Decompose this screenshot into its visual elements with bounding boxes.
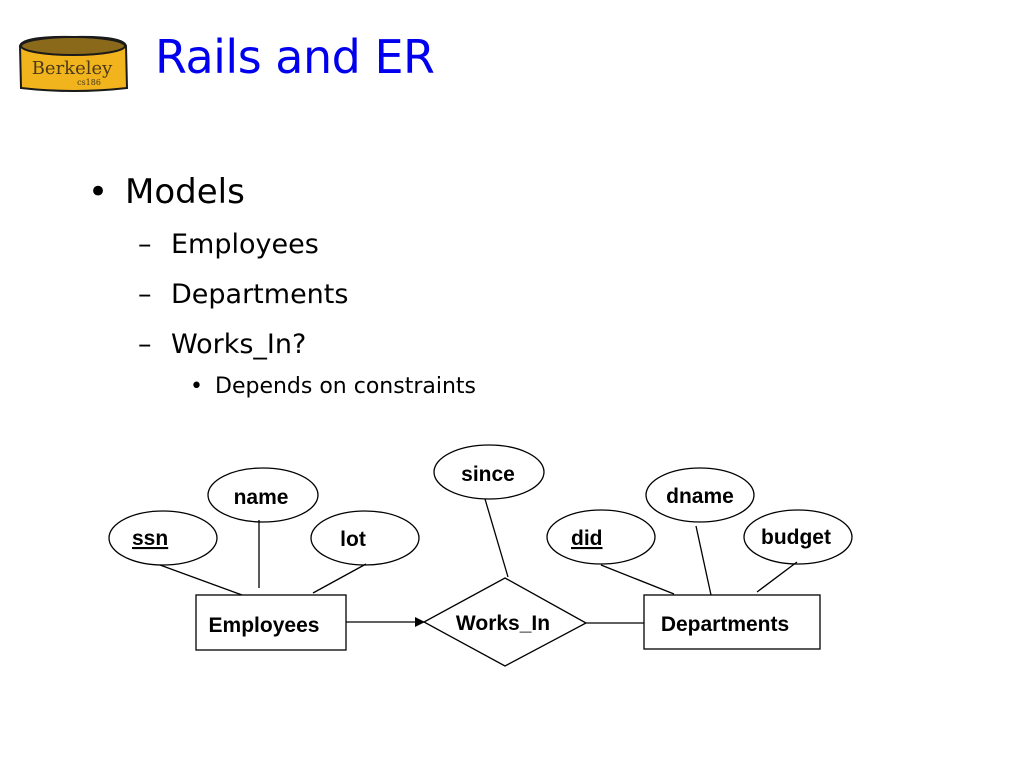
sub-bullet-text: Employees	[171, 229, 319, 260]
attribute-lot-label: lot	[340, 528, 366, 551]
bullet-text: Models	[125, 172, 245, 212]
attribute-budget-label: budget	[761, 526, 831, 549]
connector-dname	[695, 525, 712, 596]
relationship-works-in-label: Works_In	[456, 612, 550, 635]
sub-bullet-text: Works_In?	[171, 329, 307, 360]
attribute-ssn-label: ssn	[132, 527, 168, 550]
connector-since	[484, 498, 509, 578]
attribute-lot-ellipse	[310, 510, 420, 566]
logo-top	[20, 36, 126, 56]
sub-sub-bullet-text: Depends on constraints	[215, 374, 476, 399]
logo-text: Berkeley	[32, 58, 113, 79]
entity-employees-label: Employees	[209, 614, 320, 637]
dash-icon: –	[138, 229, 152, 260]
relationship-works-in-diamond	[422, 577, 588, 667]
berkeley-cs186-logo: Berkeley cs186	[18, 35, 129, 92]
entity-departments-box	[643, 594, 821, 650]
bullet-dot-icon: •	[88, 172, 109, 212]
dash-icon: –	[138, 329, 152, 360]
sub-bullet-text: Departments	[171, 279, 349, 310]
attribute-since-label: since	[461, 463, 515, 486]
connector-did	[600, 564, 675, 595]
attribute-did-ellipse	[546, 509, 656, 565]
connector-lot	[312, 563, 367, 594]
dash-icon: –	[138, 279, 152, 310]
attribute-dname-ellipse	[645, 467, 755, 523]
attribute-name-label: name	[234, 486, 289, 509]
attribute-did-label: did	[571, 527, 603, 550]
attribute-name-ellipse	[207, 467, 319, 523]
attribute-ssn-ellipse	[108, 510, 218, 566]
connector-budget	[756, 561, 798, 593]
attribute-budget-ellipse	[743, 509, 853, 565]
bullet-dot-icon: •	[190, 374, 203, 399]
slide-title: Rails and ER	[155, 30, 435, 84]
attribute-since-ellipse	[433, 444, 545, 500]
entity-employees-box	[195, 594, 347, 651]
connector-ssn	[159, 564, 243, 596]
entity-departments-label: Departments	[661, 613, 789, 636]
attribute-dname-label: dname	[666, 485, 734, 508]
logo-subtext: cs186	[77, 78, 101, 87]
